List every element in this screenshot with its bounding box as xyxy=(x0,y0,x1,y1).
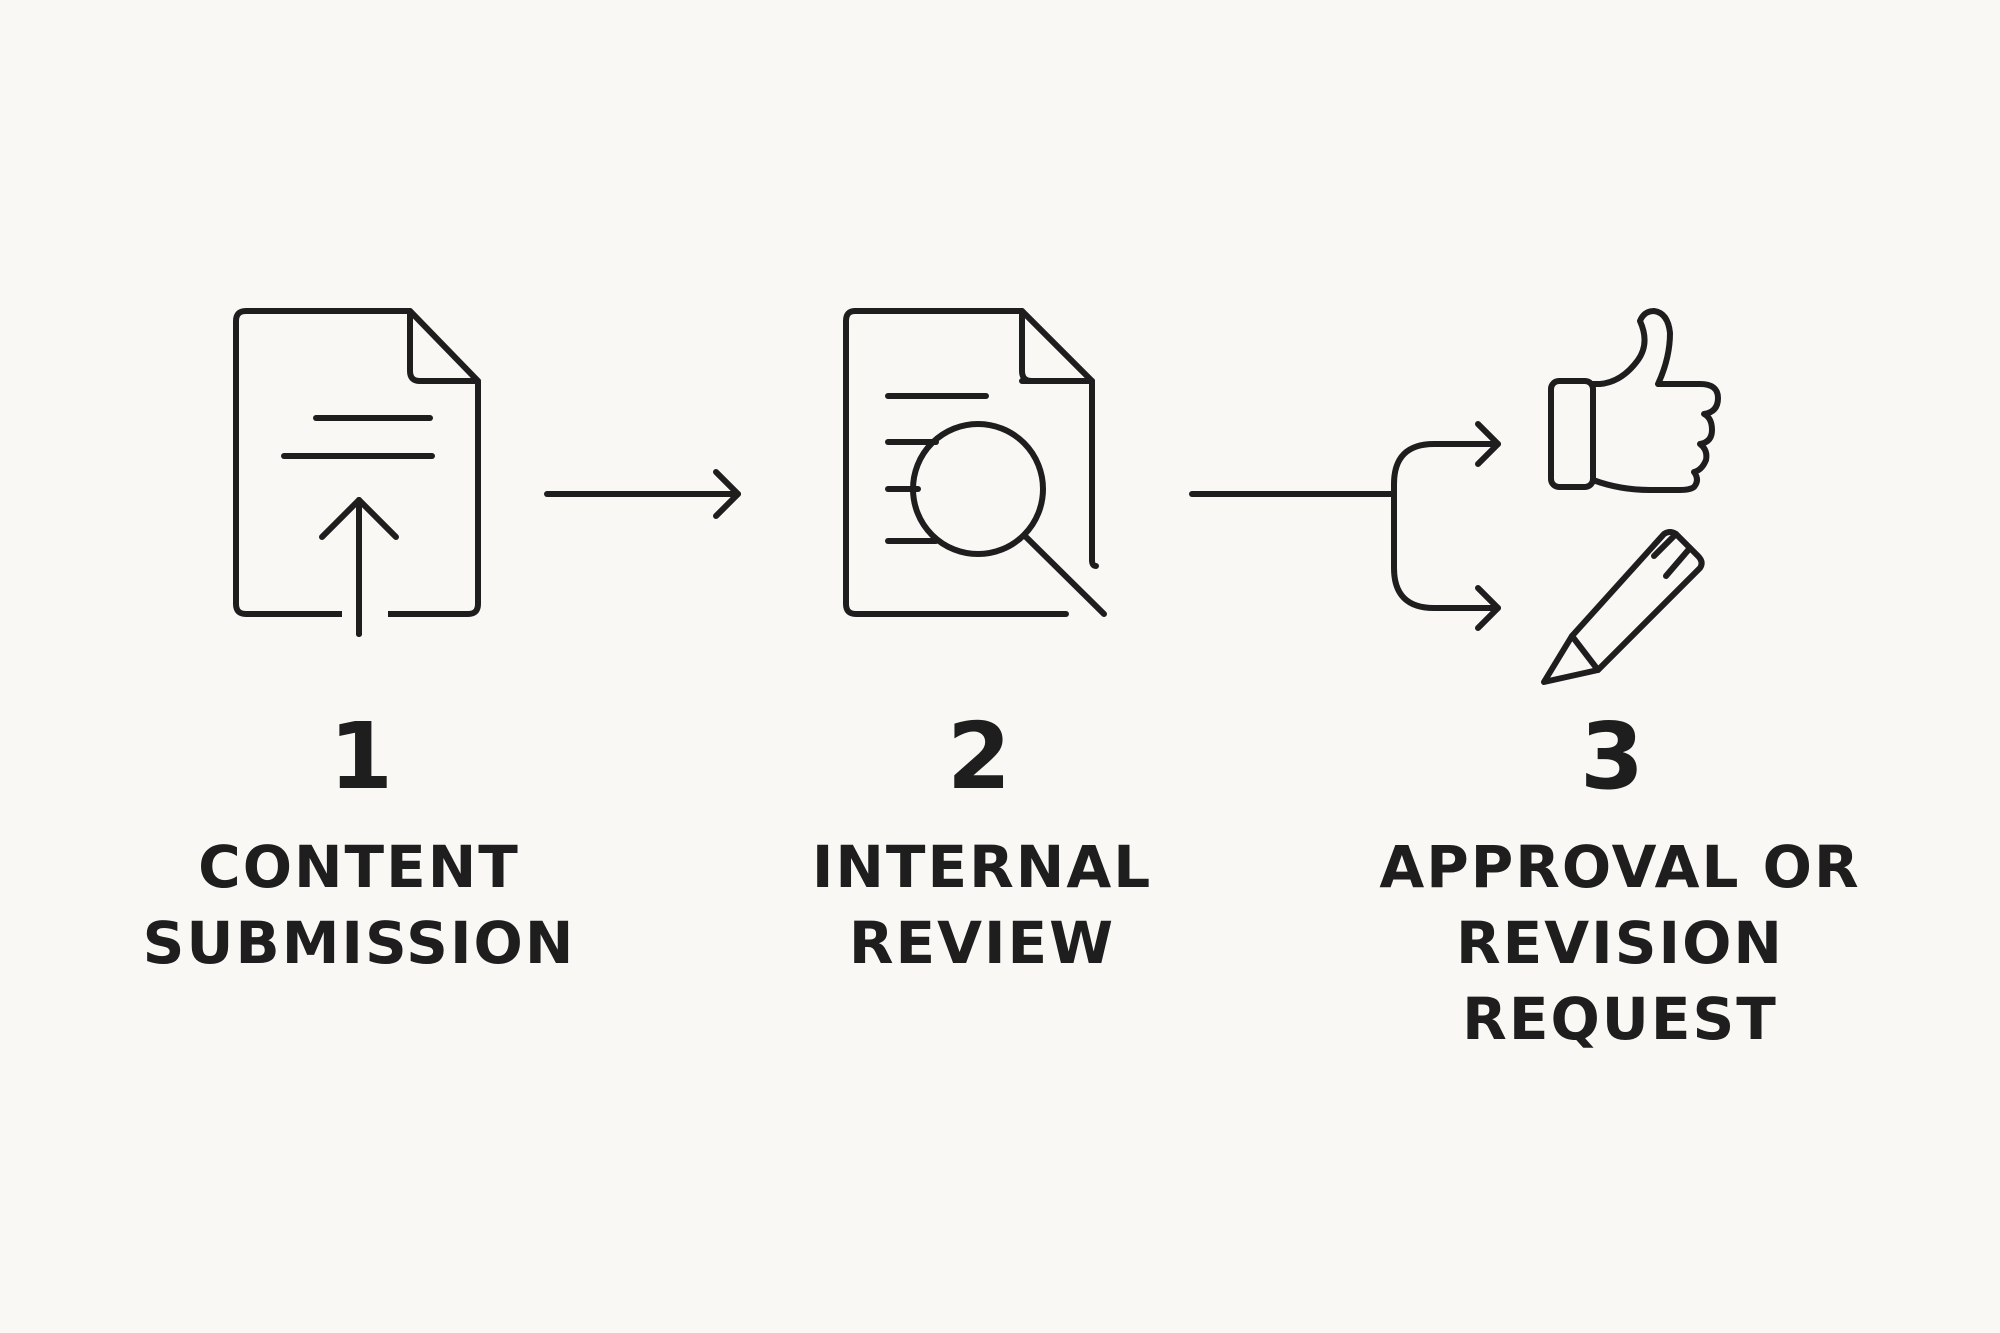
step-1-number: 1 xyxy=(329,703,393,810)
step-2-number: 2 xyxy=(947,703,1011,810)
document-search-icon xyxy=(843,308,1107,617)
step-3-label-line-1: APPROVAL OR xyxy=(1379,833,1860,901)
step-3-number: 3 xyxy=(1580,703,1644,810)
step-1-label-line-2: SUBMISSION xyxy=(143,909,576,977)
thumbs-up-icon xyxy=(1548,308,1721,493)
step-3-label-line-2: REVISION xyxy=(1456,909,1784,977)
step-2-label-line-1: INTERNAL xyxy=(812,833,1152,901)
step-3-label-line-3: REQUEST xyxy=(1462,985,1778,1053)
step-2-label-line-2: REVIEW xyxy=(849,909,1115,977)
arrow-right-icon xyxy=(544,469,741,519)
step-1-label-line-1: CONTENT xyxy=(198,833,520,901)
pencil-icon xyxy=(1541,529,1705,685)
branching-arrow-icon xyxy=(1189,421,1501,631)
doc1-gap xyxy=(342,604,388,620)
